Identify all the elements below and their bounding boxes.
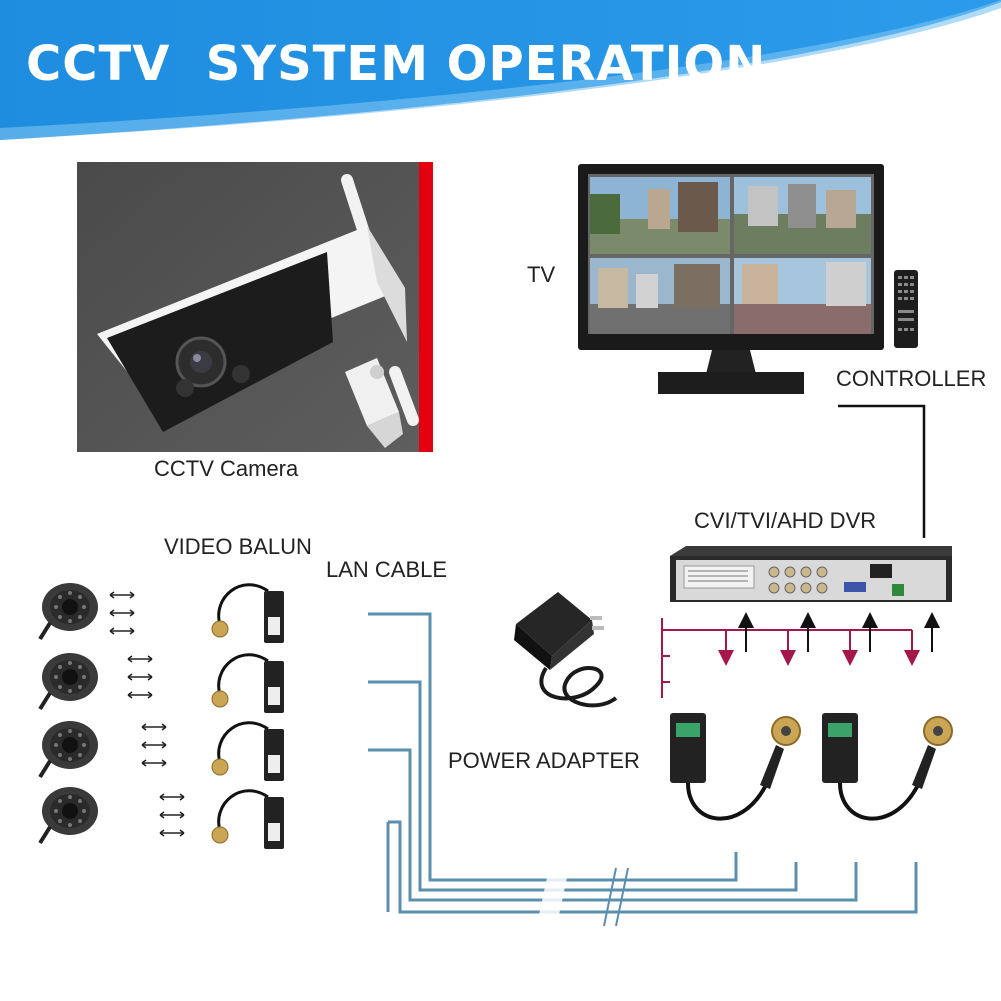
- lan-cable-label: LAN CABLE: [326, 557, 448, 582]
- dvr-signal-bus: [661, 612, 940, 698]
- controller-link-line: [838, 404, 926, 538]
- power-adapter-icon: [514, 592, 618, 708]
- dome-camera-icon: [38, 785, 100, 845]
- dome-camera-icon: [38, 651, 100, 711]
- lan-cable-lines: [368, 612, 918, 927]
- bullet-camera-icon: [77, 162, 419, 452]
- video-balun-label: VIDEO BALUN: [164, 534, 312, 559]
- video-balun-icon: [210, 653, 286, 715]
- dvr-baluns: [670, 713, 953, 821]
- controller-label: CONTROLLER: [836, 366, 987, 391]
- video-balun-icon: [670, 713, 801, 821]
- cctv-camera-label: CCTV Camera: [154, 456, 299, 481]
- remote-control-icon: [894, 270, 918, 348]
- video-balun-icon: [822, 713, 953, 821]
- dome-cameras-group: [38, 581, 286, 851]
- video-balun-icon: [210, 583, 286, 645]
- accent-stripe: [419, 162, 433, 452]
- dome-camera-icon: [38, 719, 100, 779]
- tv-label: TV: [527, 262, 556, 287]
- dvr-label: CVI/TVI/AHD DVR: [694, 508, 877, 533]
- cctv-camera-photo: [77, 162, 433, 452]
- dvr-recorder-icon: [670, 546, 952, 602]
- video-balun-icon: [210, 721, 286, 783]
- tv-monitor-icon: [578, 164, 884, 394]
- header-banner: [0, 0, 1001, 140]
- page-title: CCTV SYSTEM OPERATION: [26, 36, 767, 92]
- video-balun-icon: [210, 789, 286, 851]
- power-adapter-label: POWER ADAPTER: [448, 748, 640, 773]
- dome-camera-icon: [38, 581, 100, 641]
